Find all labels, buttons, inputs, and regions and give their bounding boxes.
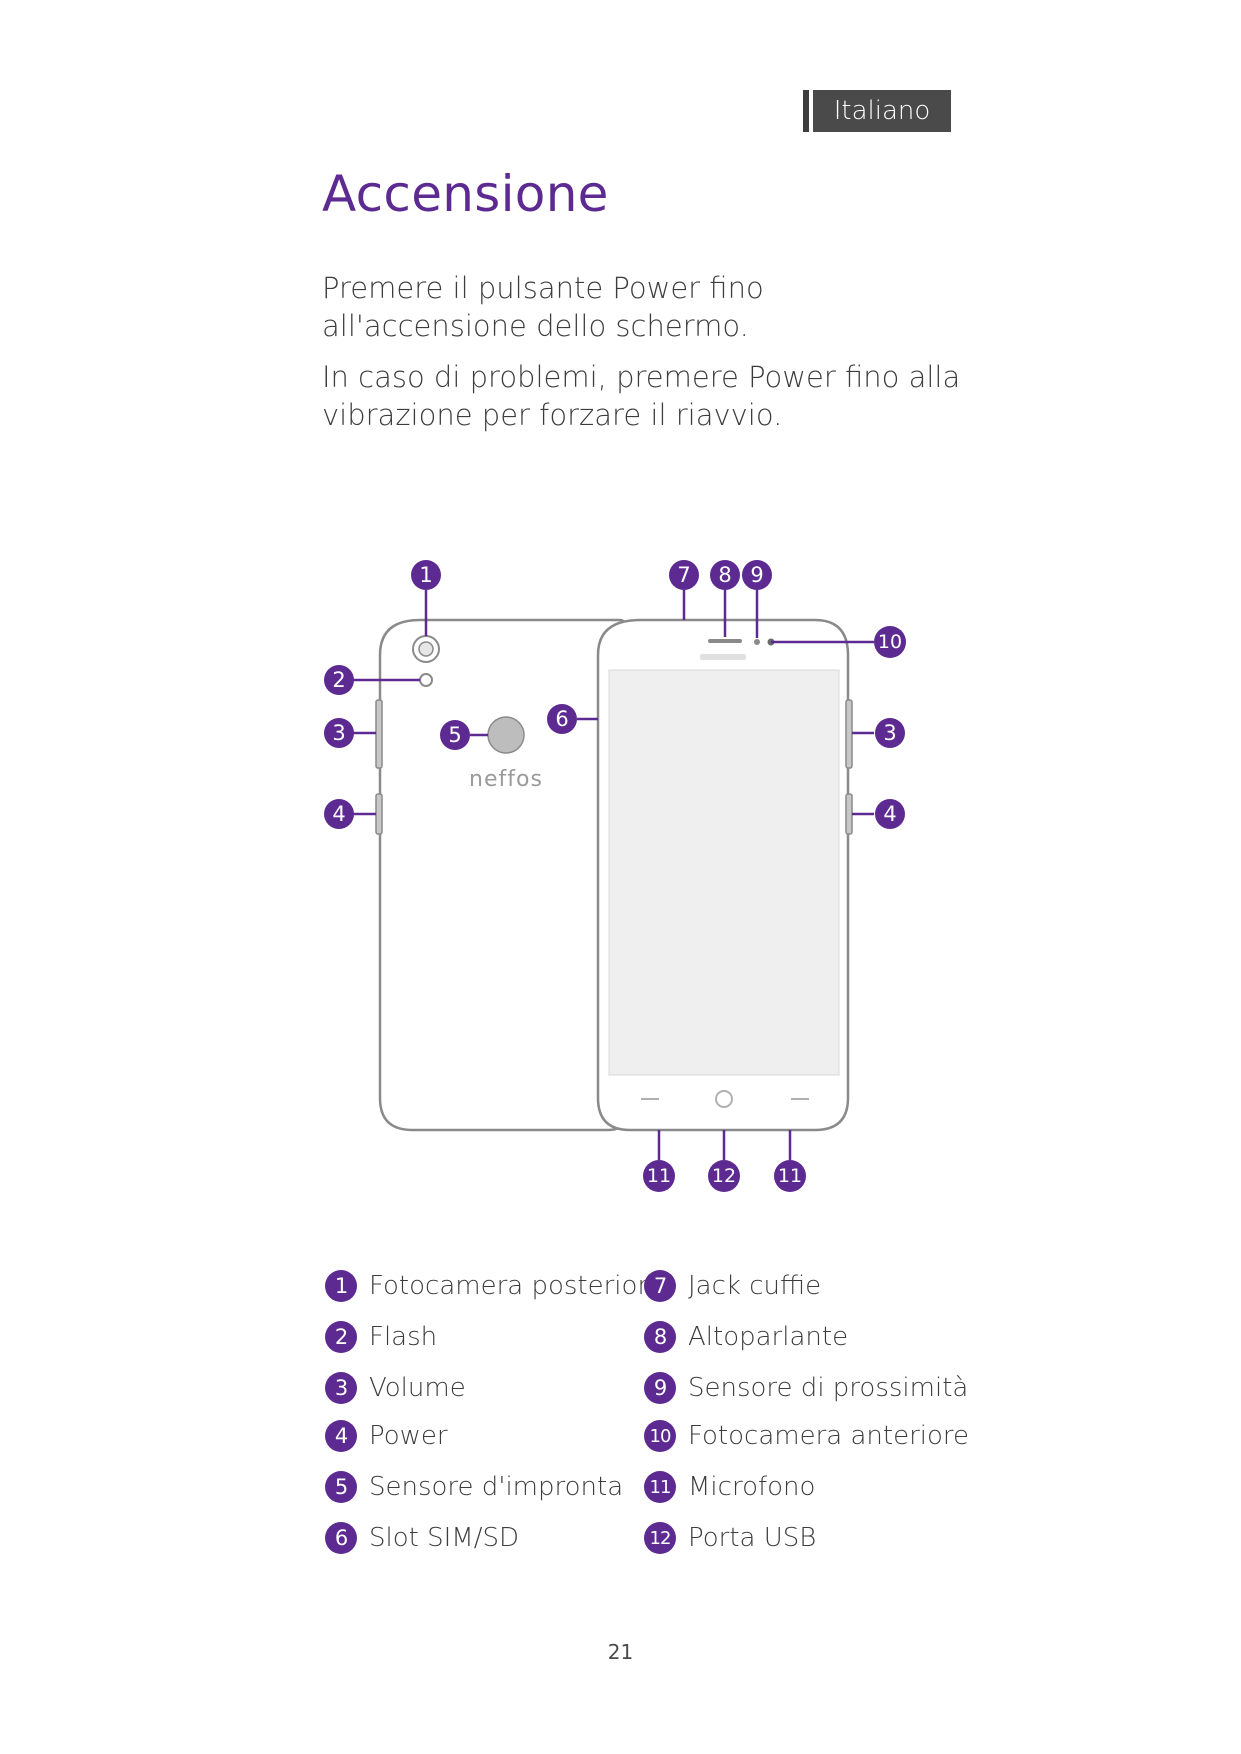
legend-item-usb-port: 12 Porta USB	[644, 1522, 816, 1554]
legend-label: Power	[369, 1421, 448, 1451]
legend-badge: 8	[644, 1321, 676, 1353]
callout-12: 12	[708, 1160, 740, 1192]
language-label: Italiano	[813, 90, 951, 132]
svg-text:1: 1	[419, 563, 432, 587]
callout-1: 1	[411, 560, 441, 590]
svg-text:9: 9	[750, 563, 763, 587]
legend-badge: 2	[325, 1321, 357, 1353]
callout-2: 2	[324, 665, 354, 695]
front-screen	[608, 669, 840, 1076]
svg-text:5: 5	[448, 723, 461, 747]
legend-item-microphone: 11 Microfono	[644, 1471, 815, 1503]
language-tab: Italiano	[803, 90, 951, 132]
callout-leader-lines	[353, 590, 874, 1160]
legend-label: Altoparlante	[688, 1322, 849, 1352]
callout-7: 7	[669, 560, 699, 590]
svg-text:10: 10	[878, 631, 902, 653]
page-title: Accensione	[322, 165, 609, 223]
svg-text:3: 3	[332, 721, 345, 745]
callout-9: 9	[742, 560, 772, 590]
callout-3-back: 3	[324, 718, 354, 748]
callout-5: 5	[440, 720, 470, 750]
legend-item-speaker: 8 Altoparlante	[644, 1321, 848, 1353]
legend-item-sim-sd-slot: 6 Slot SIM/SD	[325, 1522, 519, 1554]
home-key-icon	[715, 1090, 733, 1108]
legend-item-proximity-sensor: 9 Sensore di prossimità	[644, 1372, 968, 1404]
callout-4-back: 4	[324, 799, 354, 829]
legend-label: Jack cuffie	[688, 1271, 822, 1301]
callout-11-right: 11	[774, 1160, 806, 1192]
legend-badge: 6	[325, 1522, 357, 1554]
legend-label: Porta USB	[688, 1523, 817, 1553]
legend-label: Sensore di prossimità	[688, 1373, 969, 1403]
callout-badges: 1 2 3 4 5 6 7 8 9 10 3 4 11 12 11	[324, 560, 906, 1192]
legend-badge: 4	[325, 1420, 357, 1452]
callout-11-left: 11	[643, 1160, 675, 1192]
proximity-sensor-icon	[754, 639, 760, 645]
svg-text:8: 8	[718, 563, 731, 587]
legend-badge: 10	[644, 1420, 676, 1452]
svg-text:7: 7	[677, 563, 690, 587]
svg-text:11: 11	[778, 1165, 802, 1187]
legend-label: Slot SIM/SD	[369, 1523, 519, 1553]
legend-badge: 9	[644, 1372, 676, 1404]
phone-back: neffos	[375, 618, 630, 1132]
legend-item-front-camera: 10 Fotocamera anteriore	[644, 1420, 969, 1452]
callout-4-front: 4	[875, 799, 905, 829]
callout-8: 8	[710, 560, 740, 590]
legend-label: Volume	[369, 1373, 466, 1403]
phone-back-body	[378, 618, 630, 1132]
page-number: 21	[607, 1640, 634, 1664]
fingerprint-sensor-icon	[487, 716, 525, 754]
rear-camera-lens	[418, 641, 434, 657]
brand-logo: neffos	[469, 767, 543, 792]
svg-text:12: 12	[712, 1165, 736, 1187]
language-tab-bar	[803, 90, 809, 132]
legend-badge: 11	[644, 1471, 676, 1503]
svg-text:4: 4	[883, 802, 896, 826]
callout-6: 6	[547, 704, 577, 734]
legend-label: Flash	[369, 1322, 438, 1352]
front-power-button	[845, 793, 853, 835]
legend-label: Microfono	[688, 1472, 816, 1502]
legend-item-flash: 2 Flash	[325, 1321, 437, 1353]
earpiece-speaker-icon	[708, 639, 742, 643]
front-brand-mark	[700, 654, 746, 660]
legend-label: Sensore d'impronta	[369, 1472, 624, 1502]
svg-text:4: 4	[332, 802, 345, 826]
back-power-button	[375, 793, 383, 835]
legend-item-rear-camera: 1 Fotocamera posteriore	[325, 1270, 664, 1302]
flash-icon	[419, 673, 433, 687]
callout-3-front: 3	[875, 718, 905, 748]
phone-front	[596, 618, 853, 1132]
legend-item-power: 4 Power	[325, 1420, 448, 1452]
back-volume-button	[375, 699, 383, 769]
legend-badge: 7	[644, 1270, 676, 1302]
svg-text:2: 2	[332, 668, 345, 692]
svg-text:3: 3	[883, 721, 896, 745]
svg-text:6: 6	[555, 707, 568, 731]
legend-badge: 5	[325, 1471, 357, 1503]
legend-label: Fotocamera anteriore	[688, 1421, 970, 1451]
legend-item-fingerprint-sensor: 5 Sensore d'impronta	[325, 1471, 623, 1503]
legend-badge: 12	[644, 1522, 676, 1554]
legend-item-headphone-jack: 7 Jack cuffie	[644, 1270, 821, 1302]
instruction-power-on: Premere il pulsante Power fino all'accen…	[322, 271, 764, 343]
legend-badge: 1	[325, 1270, 357, 1302]
legend-badge: 3	[325, 1372, 357, 1404]
instruction-force-restart: In caso di problemi, premere Power fino …	[322, 360, 961, 432]
legend-item-volume: 3 Volume	[325, 1372, 466, 1404]
front-volume-button	[845, 699, 853, 769]
callout-10: 10	[874, 626, 906, 658]
legend-label: Fotocamera posteriore	[369, 1271, 664, 1301]
svg-text:11: 11	[647, 1165, 671, 1187]
